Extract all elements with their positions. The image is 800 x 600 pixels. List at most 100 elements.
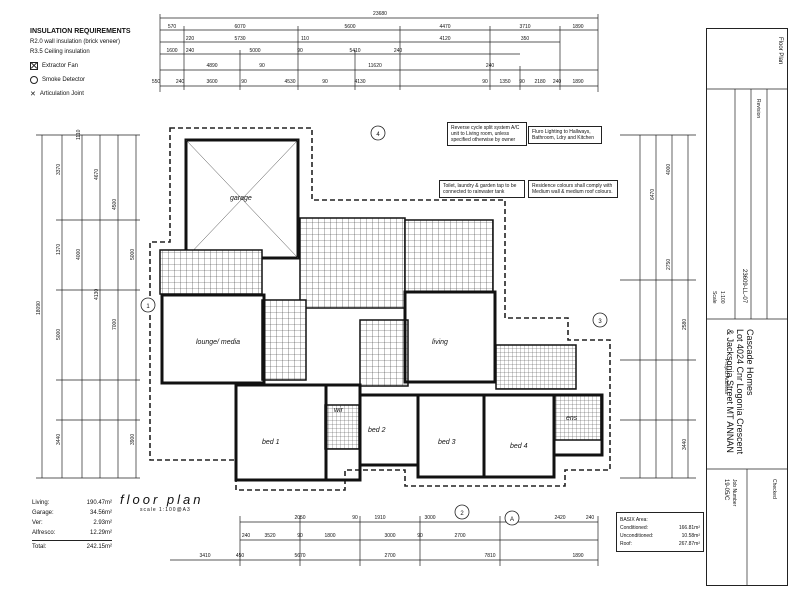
bottom-dimension-lines: [170, 516, 599, 566]
note-colours: Residence colours shall comply with Medi…: [528, 180, 618, 198]
left-dimension-lines: [36, 134, 140, 479]
extractor-fan-icon: [30, 62, 38, 70]
svg-text:2700: 2700: [454, 533, 465, 539]
svg-text:3440: 3440: [56, 434, 62, 445]
legend-title: INSULATION REQUIREMENTS: [30, 28, 131, 35]
svg-text:5600: 5600: [344, 24, 355, 30]
legend-item: R2.0 wall insulation (brick veneer): [30, 39, 121, 45]
bathroom-tiles: [495, 344, 577, 390]
drawing-title: floor plan: [120, 492, 204, 507]
address-line-1: Lot 4024 Cnr Logonia Crescent: [735, 329, 745, 455]
svg-text:3000: 3000: [384, 533, 395, 539]
svg-text:240: 240: [486, 63, 495, 69]
house-walls: [160, 290, 604, 482]
legend-item: R3.5 Ceiling insulation: [30, 49, 90, 55]
right-dimension-lines: [620, 134, 696, 479]
svg-text:1370: 1370: [56, 244, 62, 255]
svg-text:240: 240: [176, 79, 185, 85]
svg-text:90: 90: [297, 533, 303, 539]
drawing-scale: scale 1:100@A3: [140, 507, 191, 513]
room-labels: garage lounge/ media living bed 1 bed 2 …: [196, 195, 578, 450]
svg-text:2050: 2050: [294, 515, 305, 521]
laundry-tiles: [159, 249, 263, 295]
svg-text:6070: 6070: [234, 24, 245, 30]
room-label-garage: garage: [230, 195, 252, 202]
note-lighting: Fluro Lighting to Hallways, Bathroom, Ld…: [528, 126, 602, 144]
smoke-detector-icon: [30, 76, 38, 84]
area-row: Garage:34.56m²: [32, 510, 112, 516]
room-label-bed3: bed 3: [438, 439, 456, 446]
svg-text:3600: 3600: [206, 79, 217, 85]
svg-text:90: 90: [297, 48, 303, 54]
svg-text:5000: 5000: [56, 329, 62, 340]
svg-text:240: 240: [586, 515, 595, 521]
svg-text:1800: 1800: [324, 533, 335, 539]
svg-text:3440: 3440: [682, 439, 688, 450]
svg-text:1600: 1600: [166, 48, 177, 54]
svg-text:3410: 3410: [199, 553, 210, 559]
room-label-wir: wir: [334, 407, 344, 414]
job-number: 19-05/C: [723, 479, 729, 501]
note-rainwater: Toilet, laundry & garden tap to be conne…: [439, 180, 525, 198]
svg-text:4000: 4000: [666, 164, 672, 175]
drawing-title-block: floor plan scale 1:100@A3: [120, 492, 203, 513]
area-row: Living:190.47m²: [32, 500, 112, 506]
svg-text:7810: 7810: [484, 553, 495, 559]
basix-title: BASIX Area:: [620, 517, 648, 523]
svg-text:1350: 1350: [499, 79, 510, 85]
checked-label: Checked: [771, 479, 777, 499]
svg-text:2420: 2420: [554, 515, 565, 521]
grid-marker-label: 3: [598, 319, 602, 325]
top-dimension-lines: [159, 14, 599, 92]
svg-text:240: 240: [186, 48, 195, 54]
svg-text:1890: 1890: [572, 553, 583, 559]
svg-text:11620: 11620: [368, 63, 382, 69]
svg-text:4130: 4130: [94, 289, 100, 300]
svg-text:4130: 4130: [354, 79, 365, 85]
client-name: Cascade Homes: [745, 329, 755, 396]
hall-tiles: [261, 299, 307, 381]
svg-text:1890: 1890: [572, 79, 583, 85]
svg-text:4670: 4670: [94, 169, 100, 180]
ensuite-tiles: [554, 394, 602, 441]
svg-text:1110: 1110: [76, 129, 82, 140]
room-label-bed2: bed 2: [368, 427, 386, 434]
scale-value: 1:100: [719, 291, 725, 304]
svg-text:570: 570: [168, 24, 177, 30]
svg-text:4120: 4120: [439, 36, 450, 42]
svg-text:4000: 4000: [76, 249, 82, 260]
svg-text:90: 90: [241, 79, 247, 85]
legend-symbol-label: Smoke Detector: [42, 77, 86, 83]
revision-label: Revision: [755, 99, 761, 119]
svg-text:90: 90: [482, 79, 488, 85]
grid-marker-label: 4: [376, 132, 380, 138]
grid-marker-label: 2: [460, 511, 464, 517]
svg-text:350: 350: [521, 36, 530, 42]
entry-tiles: [359, 319, 409, 387]
articulation-joint-icon: ✕: [30, 91, 36, 98]
svg-text:110: 110: [301, 36, 309, 42]
svg-text:240: 240: [242, 533, 251, 539]
area-total-row: Total:242.15m²: [32, 540, 112, 552]
grid-marker-label: A: [510, 517, 514, 523]
svg-text:23680: 23680: [373, 11, 387, 17]
dining-tiles: [404, 219, 494, 293]
svg-text:2580: 2580: [682, 319, 688, 330]
legend-symbol-row: Extractor Fan: [30, 62, 160, 70]
svg-text:5730: 5730: [234, 36, 245, 42]
svg-text:7000: 7000: [112, 319, 118, 330]
grid-markers: [140, 125, 608, 526]
ens-tiles: [324, 404, 360, 450]
svg-text:90: 90: [352, 515, 358, 521]
svg-text:5000: 5000: [249, 48, 260, 54]
svg-text:1910: 1910: [374, 515, 385, 521]
room-label-bed4: bed 4: [510, 443, 528, 450]
drawing-number: 23609-LL-07: [741, 269, 747, 304]
svg-text:18090: 18090: [36, 301, 42, 315]
room-label-lounge: lounge/ media: [196, 339, 240, 346]
svg-text:3370: 3370: [56, 164, 62, 175]
eave-outline: [149, 127, 611, 491]
svg-text:5670: 5670: [294, 553, 305, 559]
grid-marker-label: 1: [146, 304, 150, 310]
